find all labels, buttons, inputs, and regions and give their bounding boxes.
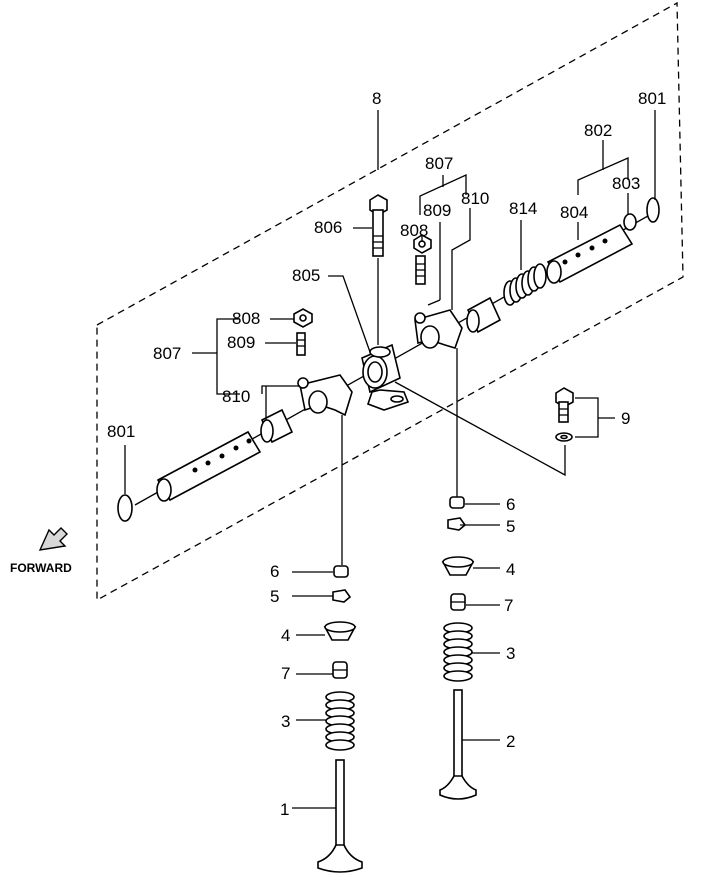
leader-lines bbox=[124, 110, 656, 809]
label-9: 9 bbox=[621, 409, 631, 428]
rocker-bracket bbox=[361, 343, 410, 411]
label-7-left: 7 bbox=[281, 664, 291, 683]
label-805: 805 bbox=[292, 266, 321, 285]
forward-arrow-icon bbox=[38, 527, 68, 551]
label-6-right: 6 bbox=[506, 495, 516, 514]
right-snap-ring bbox=[646, 197, 660, 223]
right-rocker-arm bbox=[414, 309, 463, 349]
shaft-spring bbox=[503, 263, 547, 306]
left-snap-ring bbox=[117, 494, 133, 522]
label-806: 806 bbox=[314, 218, 343, 237]
label-801-left: 801 bbox=[107, 422, 136, 441]
label-810-left: 810 bbox=[222, 387, 251, 406]
label-802: 802 bbox=[584, 121, 613, 140]
label-803: 803 bbox=[612, 174, 641, 193]
left-rocker-shaft bbox=[156, 430, 262, 502]
bracket-bolt-9 bbox=[555, 387, 574, 442]
label-7-right: 7 bbox=[504, 596, 514, 615]
label-801-right: 801 bbox=[638, 89, 667, 108]
label-3-left: 3 bbox=[281, 712, 291, 731]
label-5-right: 5 bbox=[506, 517, 516, 536]
label-807-right: 807 bbox=[425, 154, 454, 173]
label-808-left: 808 bbox=[232, 309, 261, 328]
label-4-right: 4 bbox=[506, 560, 516, 579]
label-1: 1 bbox=[280, 800, 290, 819]
label-807-left: 807 bbox=[153, 344, 182, 363]
left-adjust-screw bbox=[296, 332, 306, 356]
label-808-right: 808 bbox=[400, 221, 429, 240]
assembly-boundary bbox=[96, 1, 684, 602]
label-6-left: 6 bbox=[270, 562, 280, 581]
left-rocker-arm bbox=[297, 374, 353, 417]
label-810-right: 810 bbox=[461, 189, 490, 208]
right-rocker-shaft bbox=[546, 223, 634, 284]
right-valve-stack bbox=[439, 496, 477, 800]
label-2: 2 bbox=[506, 732, 516, 751]
label-8: 8 bbox=[372, 89, 382, 108]
label-3-right: 3 bbox=[506, 644, 516, 663]
bolt-leader bbox=[394, 381, 566, 477]
label-5-left: 5 bbox=[270, 587, 280, 606]
label-814: 814 bbox=[509, 199, 538, 218]
forward-label: FORWARD bbox=[10, 561, 72, 575]
label-804: 804 bbox=[560, 203, 589, 222]
left-valve-stack bbox=[317, 565, 363, 873]
bracket-bolt bbox=[369, 194, 388, 257]
label-4-left: 4 bbox=[281, 626, 291, 645]
label-809-right: 809 bbox=[423, 201, 452, 220]
shaft-plug bbox=[623, 213, 637, 231]
label-809-left: 809 bbox=[227, 333, 256, 352]
